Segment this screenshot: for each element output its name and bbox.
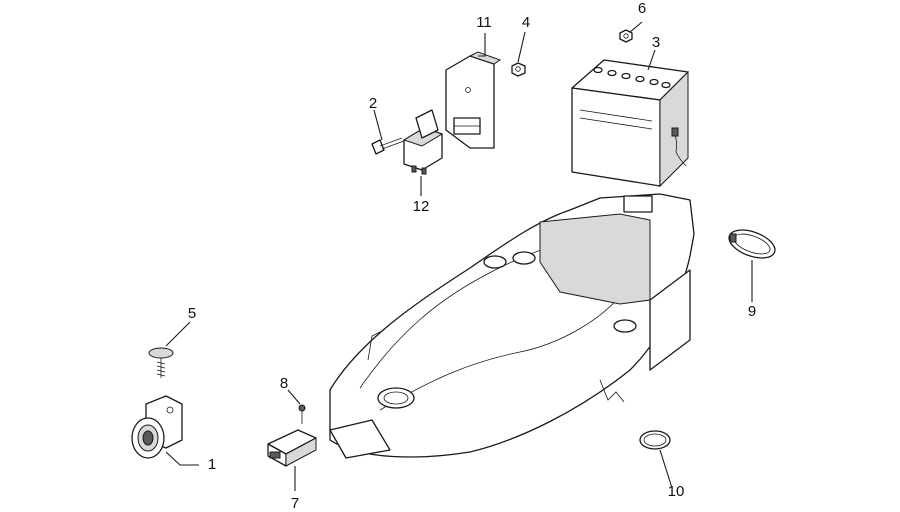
screw-5 [148,347,174,378]
helmet-compartment [329,193,695,459]
bracket-11 [445,51,502,149]
callout-5: 5 [188,305,196,322]
callout-6: 6 [638,0,646,17]
o-ring-10 [639,430,671,450]
battery [571,59,689,188]
hose-clamp-9 [728,229,776,259]
callout-2: 2 [369,95,377,112]
relay-12 [402,109,444,175]
module-7 [267,429,317,467]
screw-8 [298,404,306,424]
leader-lines [165,21,753,491]
callout-9: 9 [748,303,756,320]
bolt-2 [371,137,405,155]
battery-terminals [593,66,671,89]
callout-7: 7 [291,495,299,512]
nut-4 [511,62,526,77]
callout-4: 4 [522,14,530,31]
callout-12: 12 [413,198,430,215]
callout-10: 10 [668,483,685,500]
horn-1 [131,395,183,459]
callout-1: 1 [208,456,216,473]
nut-6 [619,29,633,43]
callout-3: 3 [652,34,660,51]
callout-labels: 1 2 3 4 5 6 7 8 9 10 11 12 [188,0,756,512]
callout-8: 8 [280,375,288,392]
callout-11: 11 [476,14,492,31]
